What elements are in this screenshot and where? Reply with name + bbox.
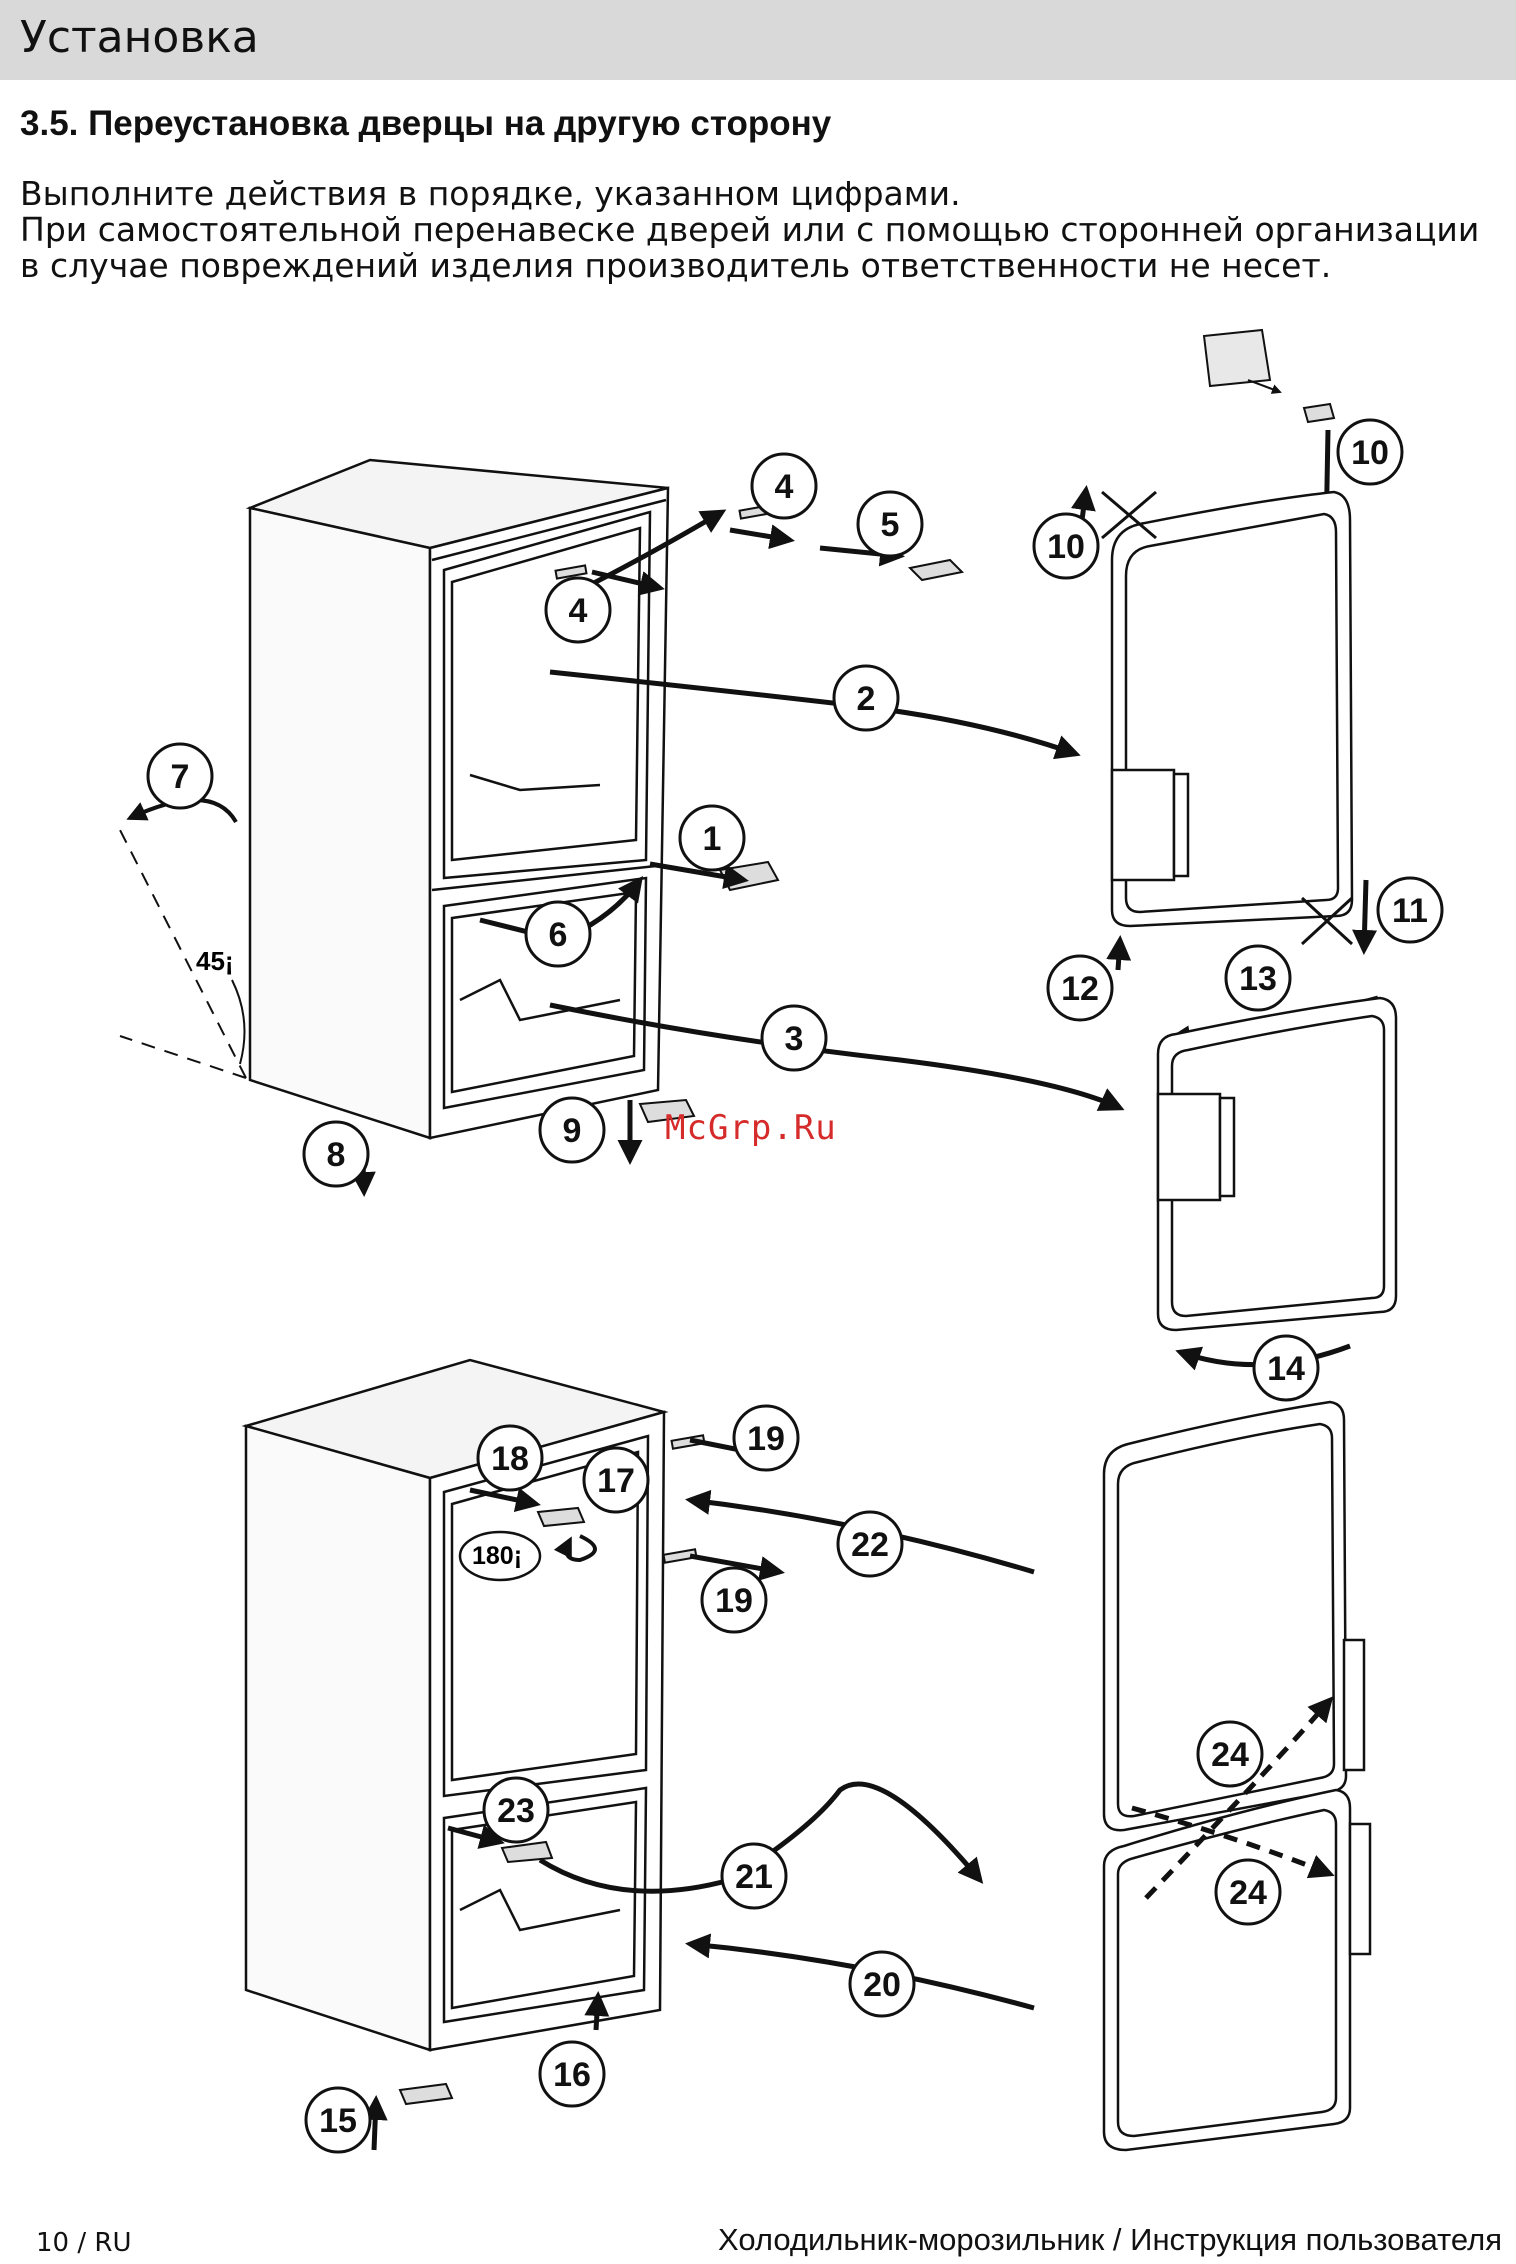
step-numbers: 1 2 3 4 4 5 6 7 8 9 10 10 11 12 13 14 15… (146, 418, 1444, 2154)
step-10b: 10 (1336, 418, 1404, 486)
svg-text:11: 11 (1392, 892, 1428, 930)
step-18: 18 (476, 1424, 544, 1492)
lower-bottom-door (1102, 1788, 1372, 2152)
svg-text:19: 19 (747, 1420, 785, 1458)
page-number: 10 / RU (36, 2228, 132, 2258)
svg-text:19: 19 (715, 1582, 753, 1620)
step-10a: 10 (1032, 512, 1100, 580)
step-1: 1 (678, 804, 746, 872)
step-14: 14 (1252, 1334, 1320, 1402)
svg-text:15: 15 (319, 2102, 357, 2140)
manual-bag-icon (1202, 328, 1282, 394)
crossed-out-icons (1101, 490, 1354, 946)
step-20: 20 (848, 1950, 916, 2018)
intro-text: Выполните действия в порядке, указанном … (20, 176, 1500, 284)
step-4b: 4 (544, 576, 612, 644)
svg-text:10: 10 (1047, 528, 1085, 566)
intro-line-1: Выполните действия в порядке, указанном … (20, 174, 961, 213)
svg-text:18: 18 (491, 1440, 529, 1478)
svg-text:20: 20 (863, 1966, 901, 2004)
angle-45-label: 45¡ (196, 946, 234, 976)
angle-180-label: 180¡ (472, 1542, 522, 1570)
step-6: 6 (524, 900, 592, 968)
door-reversal-diagram: 45¡ (119, 328, 1444, 2154)
header-band (0, 0, 1516, 80)
step-22: 22 (836, 1510, 904, 1578)
step-5: 5 (856, 490, 924, 558)
step-8: 8 (302, 1120, 370, 1188)
step-2: 2 (832, 664, 900, 732)
middle-door (1156, 996, 1398, 1332)
svg-text:1: 1 (703, 820, 722, 858)
svg-text:2: 2 (857, 680, 876, 718)
lower-hinge-parts (398, 1434, 706, 2106)
step-19a: 19 (732, 1404, 800, 1472)
step-3: 3 (760, 1004, 828, 1072)
svg-text:23: 23 (497, 1792, 535, 1830)
svg-text:13: 13 (1239, 960, 1277, 998)
step-11: 11 (1376, 876, 1444, 944)
section-title: 3.5. Переустановка дверцы на другую стор… (20, 104, 832, 143)
step-12: 12 (1046, 954, 1114, 1022)
angle-180-badge (458, 1530, 542, 1582)
svg-text:5: 5 (881, 506, 900, 544)
svg-text:10: 10 (1351, 434, 1389, 472)
step-24b: 24 (1214, 1858, 1282, 1926)
svg-text:9: 9 (563, 1112, 582, 1150)
svg-text:12: 12 (1061, 970, 1099, 1008)
watermark: McGrp.Ru (665, 1108, 837, 1148)
upper-door (1110, 490, 1354, 928)
svg-text:3: 3 (785, 1020, 804, 1058)
step-13: 13 (1224, 944, 1292, 1012)
lower-top-door (1102, 1400, 1366, 1832)
fridge-cabinet-top (245, 458, 670, 1140)
svg-text:21: 21 (735, 1858, 773, 1896)
svg-text:16: 16 (553, 2056, 591, 2094)
page-header-title: Установка (20, 12, 259, 63)
svg-text:22: 22 (851, 1526, 889, 1564)
step-7: 7 (146, 742, 214, 810)
step-4a: 4 (750, 452, 818, 520)
svg-text:4: 4 (569, 592, 588, 630)
intro-line-2: При самостоятельной перенавеске дверей и… (20, 210, 1480, 285)
svg-text:6: 6 (549, 916, 568, 954)
top-hinge-parts (554, 402, 1336, 1124)
step-15: 15 (304, 2086, 372, 2154)
svg-text:24: 24 (1211, 1736, 1249, 1774)
step-19b: 19 (700, 1566, 768, 1634)
svg-text:17: 17 (597, 1462, 635, 1500)
step-16: 16 (538, 2040, 606, 2108)
step-9: 9 (538, 1096, 606, 1164)
document-footer-title: Холодильник-морозильник / Инструкция пол… (718, 2222, 1502, 2257)
svg-text:7: 7 (171, 758, 190, 796)
svg-text:24: 24 (1229, 1874, 1267, 1912)
svg-text:8: 8 (327, 1136, 346, 1174)
step-24a: 24 (1196, 1720, 1264, 1788)
svg-text:14: 14 (1267, 1350, 1305, 1388)
step-21: 21 (720, 1842, 788, 1910)
svg-text:4: 4 (775, 468, 794, 506)
step-23: 23 (482, 1776, 550, 1844)
step-17: 17 (582, 1446, 650, 1514)
